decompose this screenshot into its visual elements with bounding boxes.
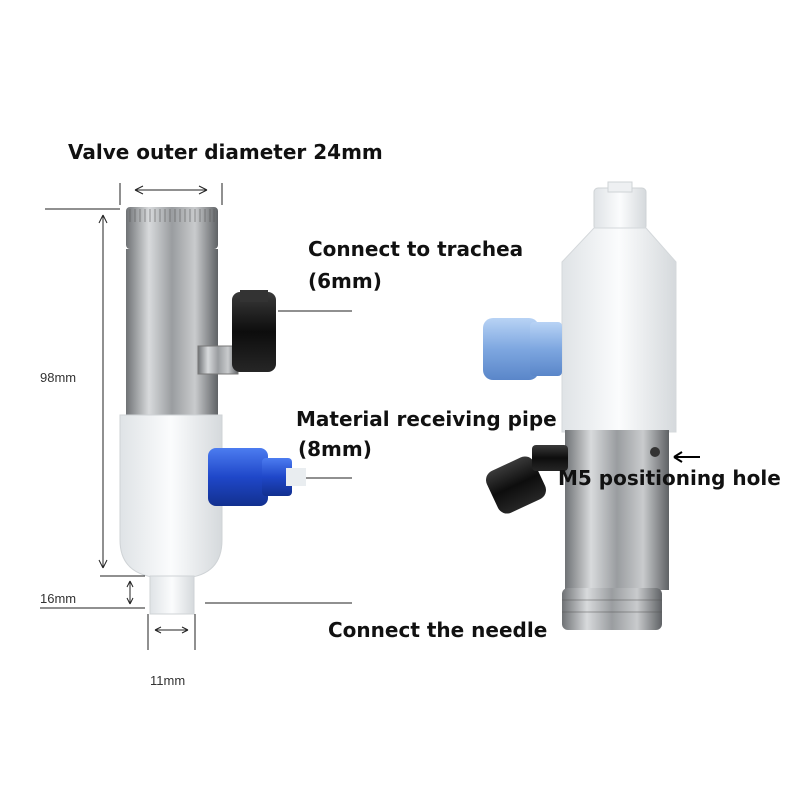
steel-body-right [565,430,669,590]
trachea-label-line1: Connect to trachea [308,237,524,261]
knurled-bottom [562,588,662,630]
m5-arrow [673,451,700,463]
material-pipe-label-line2: (8mm) [298,437,372,461]
left-valve [119,207,306,615]
trachea-label-line2: (6mm) [308,269,382,293]
height-98-label: 98mm [40,370,77,385]
height-16-label: 16mm [40,591,77,606]
black-air-fitting [232,292,276,372]
right-valve [483,181,677,630]
black-fitting-right [486,456,546,514]
blue-material-fitting [208,448,268,506]
knurl-pattern [129,209,215,222]
material-pipe-label-line1: Material receiving pipe [296,407,557,431]
width-11-label: 11mm [150,673,186,688]
needle-label: Connect the needle [328,618,548,642]
plastic-body [561,227,677,433]
valve-diameter-label: Valve outer diameter 24mm [68,140,383,164]
m5-hole [650,447,660,457]
steel-body [126,249,218,417]
top-connector [593,187,647,231]
light-blue-fitting [483,318,539,380]
m5-hole-label: M5 positioning hole [558,466,781,490]
dimension-lines [40,183,352,650]
plastic-reservoir [119,414,223,579]
needle-nozzle [149,575,195,615]
